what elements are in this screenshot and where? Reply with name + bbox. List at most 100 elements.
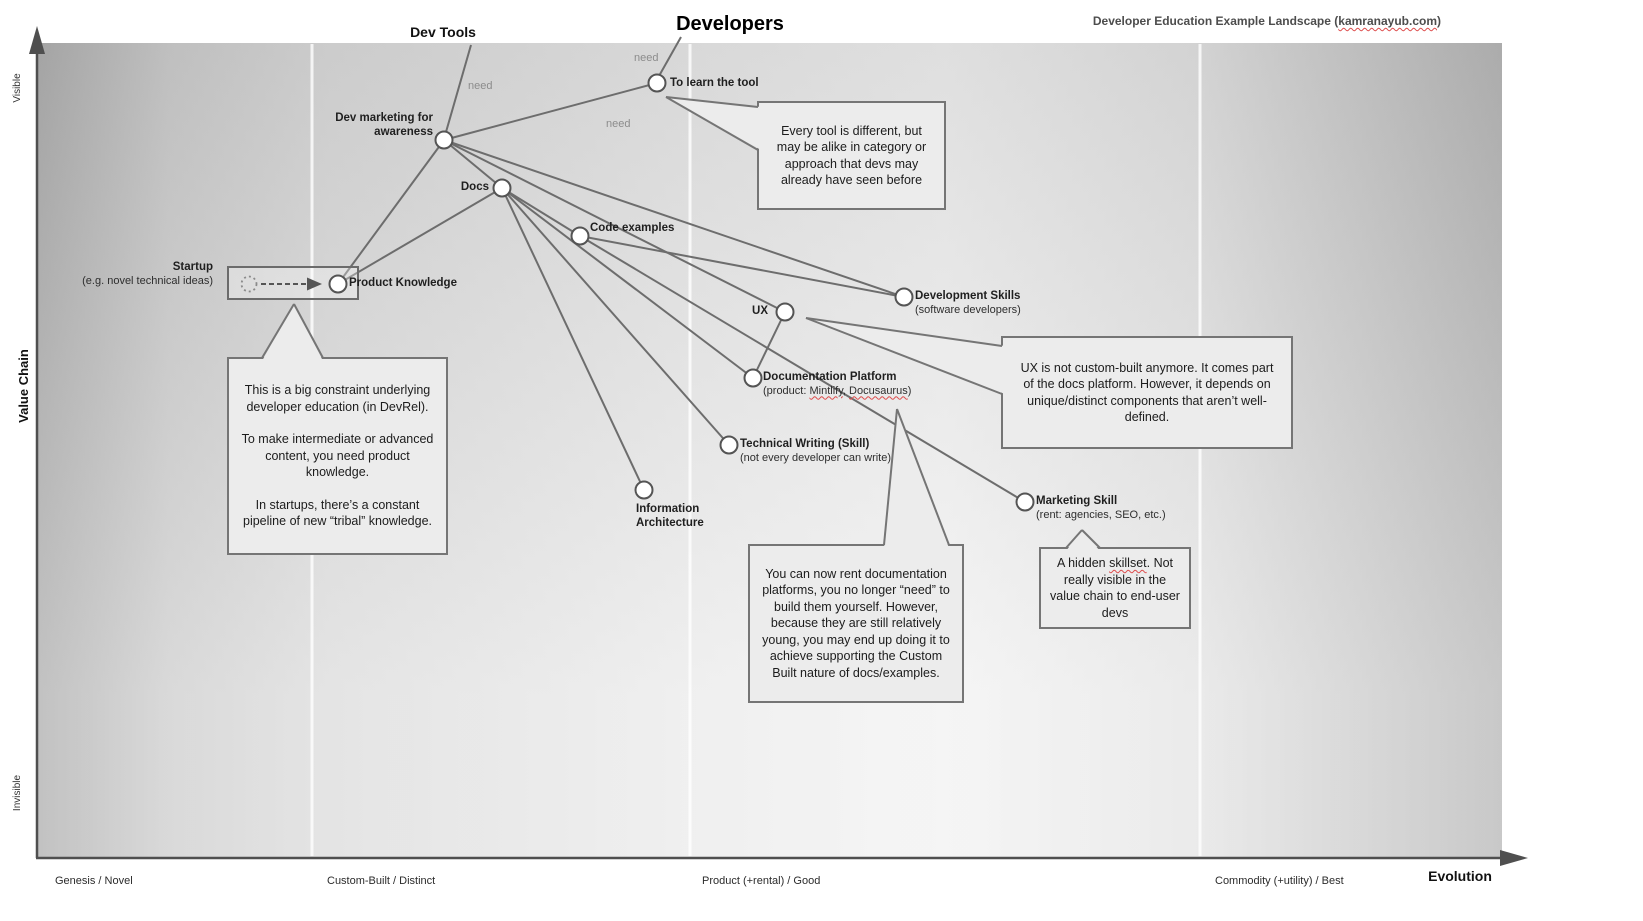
edge-devmarketing-developmentskills xyxy=(443,139,905,298)
map-title-suffix: ) xyxy=(1437,14,1441,28)
label-to-learn-the-tool: To learn the tool xyxy=(670,77,759,89)
callout-every-tool-box[interactable] xyxy=(757,101,946,210)
docplatform-sub-suffix: ) xyxy=(907,384,912,397)
label-technical-writing-group: Technical Writing (Skill) (not every dev… xyxy=(740,438,908,465)
label-development-skills-group: Development Skills (software developers) xyxy=(915,290,1021,317)
callout-rent-docs-tail xyxy=(884,409,949,548)
callout-constraint-p2: To make intermediate or advanced content… xyxy=(241,432,434,480)
hidden-skill-post: . Not really visible in the value chain … xyxy=(1050,556,1180,620)
edge-ux-documentationplatform xyxy=(752,311,786,379)
node-circle-product-knowledge[interactable] xyxy=(328,274,348,294)
edge-label-need-3: need xyxy=(606,118,631,130)
sublabel-marketing-skill: (rent: agencies, SEO, etc.) xyxy=(1036,508,1166,521)
callout-hidden-skill-tail-edge xyxy=(1065,529,1083,549)
edge-codeexamples-developmentskills xyxy=(579,235,905,298)
edge-devmarketing-productknowledge xyxy=(337,139,445,285)
label-development-skills: Development Skills xyxy=(915,290,1021,302)
sublabel-technical-writing: (not every developer can write) xyxy=(740,451,892,464)
docplatform-product-1: Mintlify xyxy=(809,384,843,397)
node-circle-documentation-platform[interactable] xyxy=(743,368,763,388)
map-title: Developer Education Example Landscape (k… xyxy=(1093,14,1441,28)
sublabel-startup: (e.g. novel technical ideas) xyxy=(82,274,213,287)
edge-docs-productknowledge xyxy=(337,187,503,285)
label-startup: Startup xyxy=(172,261,213,273)
anchor-dev-tools: Dev Tools xyxy=(410,24,476,40)
label-information-architecture: Information Architecture xyxy=(636,503,704,529)
edge-label-need-1: need xyxy=(468,80,493,92)
node-circle-code-examples[interactable] xyxy=(570,226,590,246)
docplatform-sub-sep: , xyxy=(842,384,850,397)
callout-hidden-skill-tail xyxy=(1066,530,1100,551)
pipeline-start-circle xyxy=(240,275,258,293)
callout-constraint-p3: In startups, there’s a constant pipeline… xyxy=(243,497,432,529)
edge-devmarketing-ux xyxy=(443,139,786,313)
node-circles xyxy=(328,73,1035,512)
edges xyxy=(337,36,1026,503)
hidden-skill-pre: A hidden xyxy=(1056,556,1110,570)
stage-label-custom-built: Custom-Built / Distinct xyxy=(327,875,436,887)
callout-rent-docs-tail-edge xyxy=(883,408,898,546)
sublabel-documentation-platform: (product: Mintlify, Docusaurus) xyxy=(763,385,911,398)
callout-rent-docs-text: You can now rent documentation platforms… xyxy=(762,566,950,680)
node-circle-marketing-skill[interactable] xyxy=(1015,492,1035,512)
label-code-examples: Code examples xyxy=(590,222,675,234)
callout-ux-note-box[interactable] xyxy=(1001,336,1293,449)
callout-rent-docs-tail-edge xyxy=(896,408,950,546)
callout-ux-note-tail-edge xyxy=(805,317,1003,395)
edge-docs-documentationplatform xyxy=(501,187,754,379)
docplatform-product-2: Docusaurus xyxy=(849,384,908,397)
callout-hidden-skill-text: A hidden skillset. Not really visible in… xyxy=(1040,548,1190,628)
node-circle-docs[interactable] xyxy=(492,178,512,198)
callout-every-tool-tail-edge xyxy=(665,96,759,151)
callout-ux-note-tail-edge xyxy=(805,317,1003,347)
label-marketing-skill-group: Marketing Skill (rent: agencies, SEO, et… xyxy=(1036,495,1166,522)
edge-docs-informationarchitecture xyxy=(501,187,645,491)
edge-tolearn-devmarketing xyxy=(443,82,658,141)
callout-shapes xyxy=(227,96,1293,703)
pipeline-arrowhead-icon xyxy=(307,277,322,291)
callout-hidden-skill-box[interactable] xyxy=(1039,547,1191,629)
callout-constraint-tail xyxy=(262,304,323,361)
label-documentation-platform: Documentation Platform xyxy=(763,371,897,383)
callout-constraint-tail-edge xyxy=(293,303,324,359)
map-title-domain: kamranayub.com xyxy=(1338,14,1437,28)
y-axis-title: Value Chain xyxy=(15,349,31,423)
edge-docs-technicalwriting xyxy=(501,187,730,446)
node-circle-ux[interactable] xyxy=(775,302,795,322)
docplatform-sub-prefix: (product: xyxy=(763,384,810,397)
y-axis-invisible-label: Invisible xyxy=(11,774,23,812)
node-circle-information-architecture[interactable] xyxy=(634,480,654,500)
label-documentation-platform-group: Documentation Platform (product: Mintlif… xyxy=(763,371,911,398)
edge-devtools-devmarketing xyxy=(445,44,472,133)
callout-ux-note-text: UX is not custom-built anymore. It comes… xyxy=(1020,360,1274,425)
callout-hidden-skill-inner: A hidden skillset. Not really visible in… xyxy=(1050,555,1180,621)
label-ux: UX xyxy=(752,305,768,317)
sublabel-development-skills: (software developers) xyxy=(915,303,1021,316)
edge-docs-codeexamples xyxy=(501,187,581,237)
label-product-knowledge: Product Knowledge xyxy=(349,277,457,289)
hidden-skill-word: skillset xyxy=(1109,556,1147,570)
label-startup-group: Startup (e.g. novel technical ideas) xyxy=(53,261,213,288)
label-docs: Docs xyxy=(460,181,489,193)
label-technical-writing: Technical Writing (Skill) xyxy=(740,438,870,450)
edge-devmarketing-docs xyxy=(443,139,503,189)
edge-developers-tolearn xyxy=(658,36,682,77)
map-title-prefix: Developer Education Example Landscape ( xyxy=(1092,14,1339,28)
label-marketing-skill: Marketing Skill xyxy=(1036,495,1118,507)
callout-rent-docs-box[interactable] xyxy=(748,544,964,703)
callout-every-tool-tail-edge xyxy=(665,96,759,108)
node-circle-dev-marketing[interactable] xyxy=(434,130,454,150)
node-circle-development-skills[interactable] xyxy=(894,287,914,307)
callout-constraint-tail-edge xyxy=(261,303,295,359)
stage-label-genesis: Genesis / Novel xyxy=(55,875,133,887)
stage-label-product: Product (+rental) / Good xyxy=(702,875,821,887)
label-dev-marketing: Dev marketing for awareness xyxy=(335,112,433,138)
node-circle-to-learn-the-tool[interactable] xyxy=(647,73,667,93)
callout-constraint-box[interactable] xyxy=(227,357,448,555)
x-axis-arrowhead-icon xyxy=(1500,850,1528,866)
edge-label-need-2: need xyxy=(634,52,659,64)
node-circle-technical-writing[interactable] xyxy=(719,435,739,455)
anchor-developers: Developers xyxy=(676,13,784,35)
